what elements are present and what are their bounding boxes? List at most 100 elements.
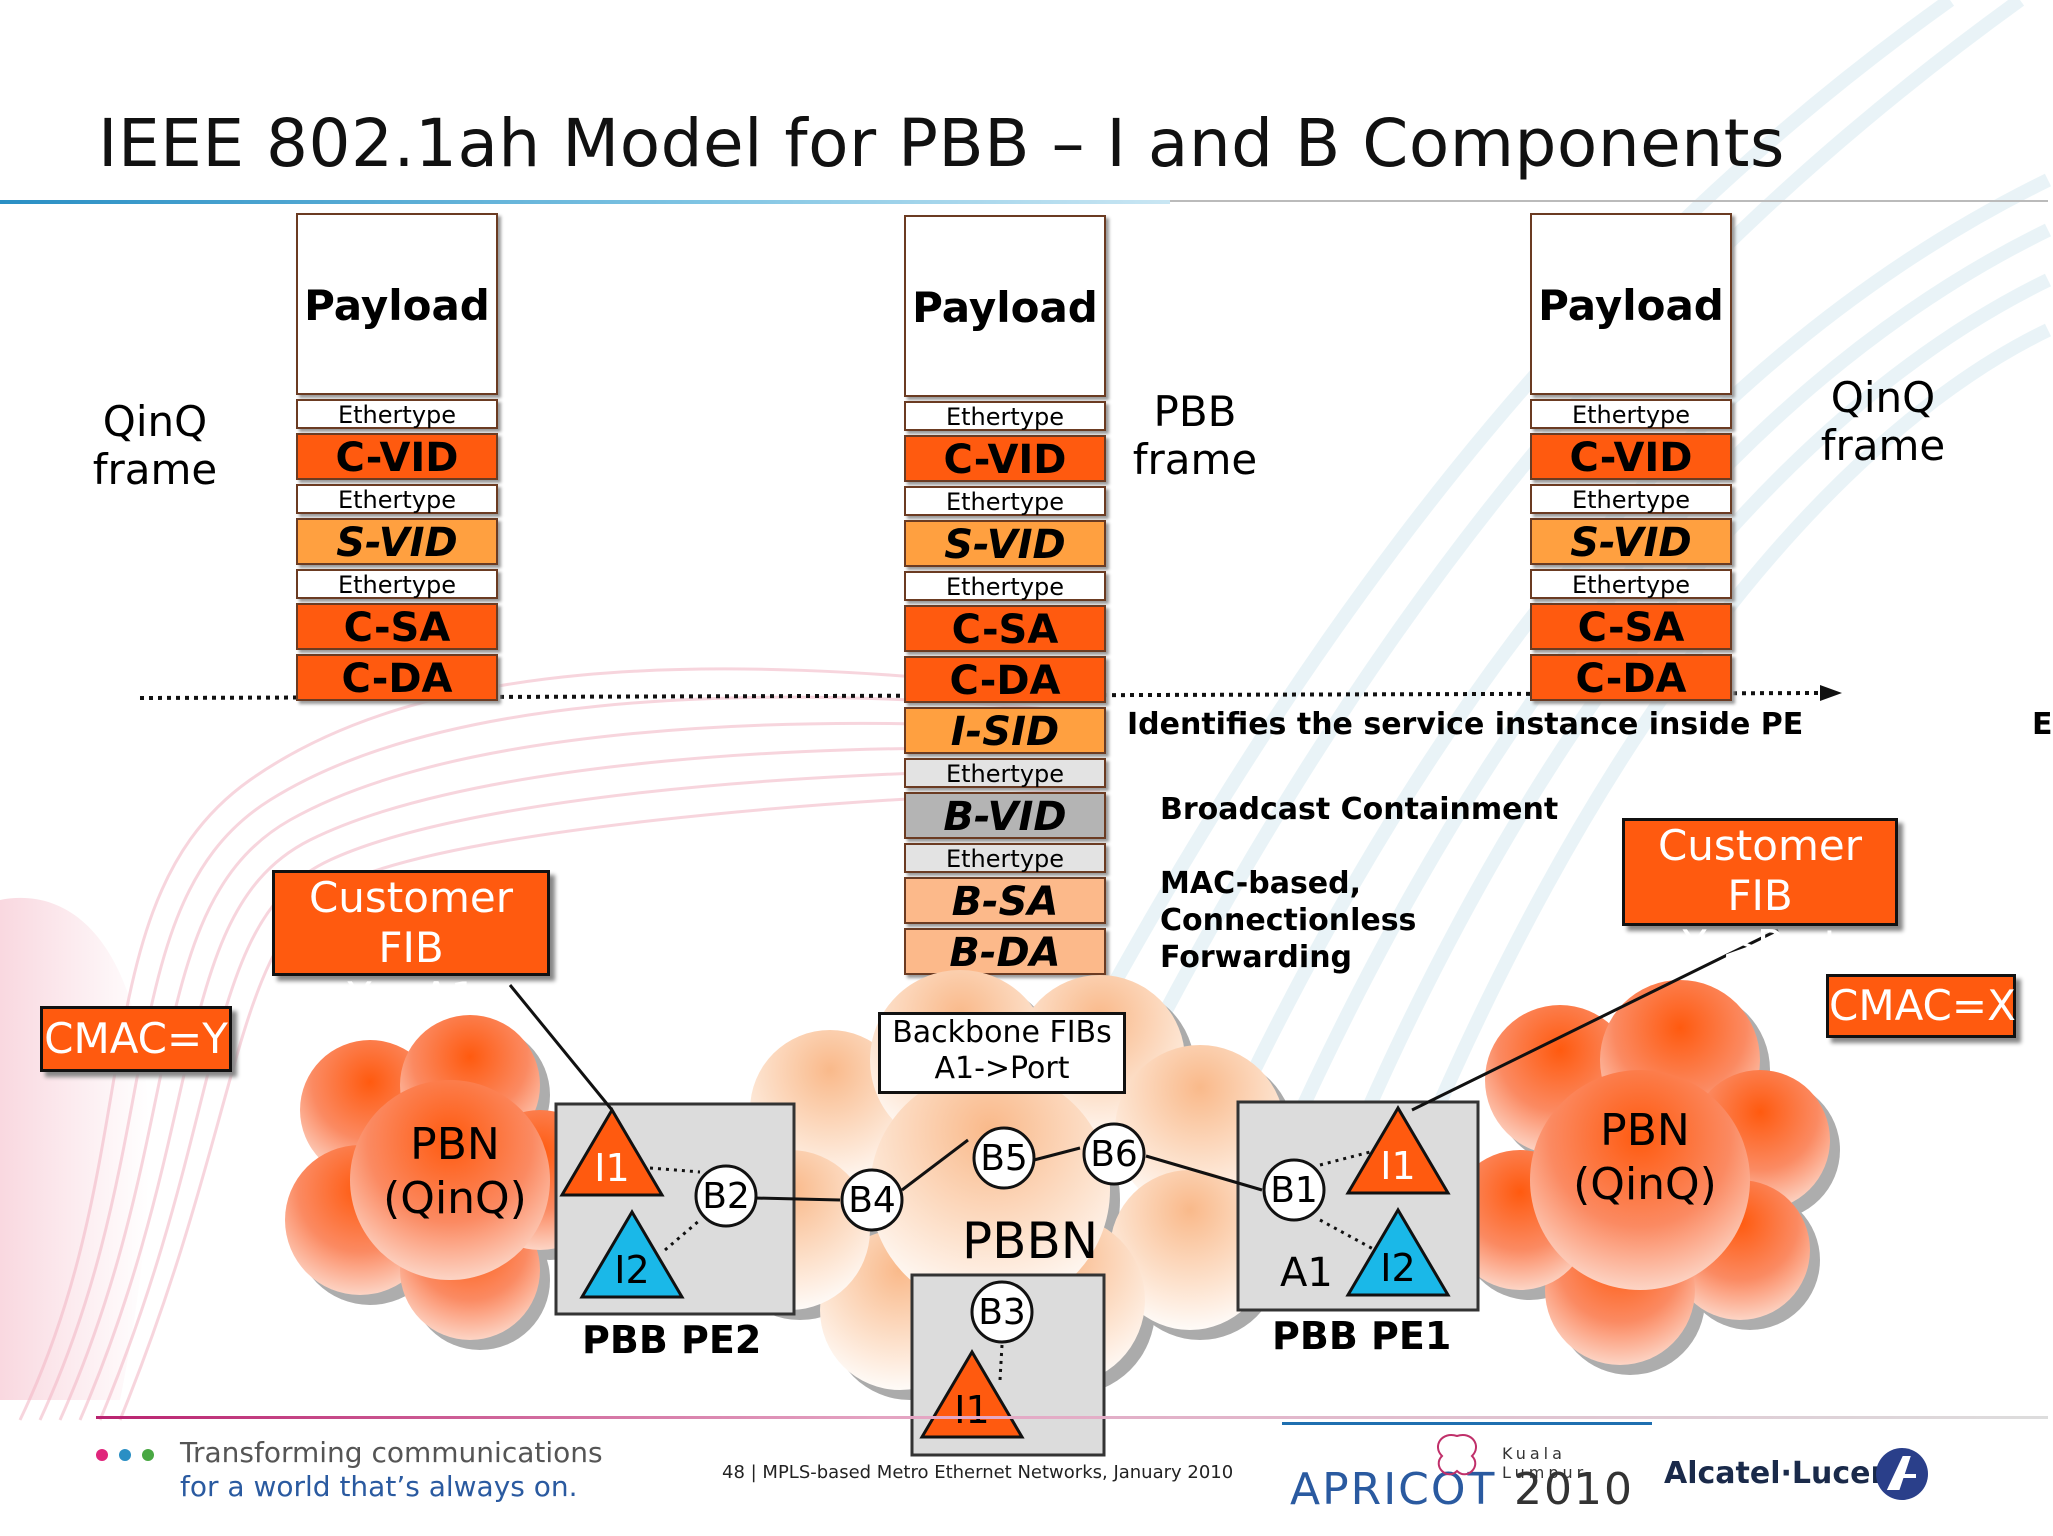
i1-triangle-pe1 xyxy=(1345,1105,1451,1195)
callout-line: Backbone FIBs xyxy=(892,1015,1112,1050)
ethertype-cell: Ethertype xyxy=(904,401,1106,431)
cmac-right: CMAC=X xyxy=(1826,974,2016,1038)
ethertype-cell: Ethertype xyxy=(904,486,1106,516)
blue-dot xyxy=(119,1449,132,1461)
i1-triangle-b3 xyxy=(919,1349,1025,1439)
apricot-year: 2010 xyxy=(1514,1464,1634,1515)
node-b2-label: B2 xyxy=(702,1176,750,1217)
i-sid-cell: I-SID xyxy=(904,707,1106,755)
node-b6-label: B6 xyxy=(1090,1134,1138,1175)
label-line: PBN xyxy=(410,1119,500,1170)
pbn-left-label: PBN (QinQ) xyxy=(370,1118,540,1226)
label-line: QinQ xyxy=(1830,373,1936,422)
isid-note-clipped: E xyxy=(2032,707,2053,742)
c-sa-cell: C-SA xyxy=(1530,603,1732,651)
node-b5 xyxy=(972,1126,1036,1190)
ethertype-cell: Ethertype xyxy=(296,569,498,599)
header-rule-right xyxy=(1170,200,2048,202)
node-b4-label: B4 xyxy=(848,1180,896,1221)
green-dot xyxy=(142,1449,155,1461)
pe1-label: PBB PE1 xyxy=(1272,1314,1452,1358)
pbb-frame-label: PBB frame xyxy=(1120,388,1270,484)
apricot-top-bar xyxy=(1282,1422,1652,1425)
pbbn-label: PBBN xyxy=(962,1212,1099,1270)
header-rule xyxy=(0,200,1170,204)
callout-line: X->A1 xyxy=(344,973,478,1022)
callout-line: A1->Port xyxy=(934,1051,1070,1086)
pbn-right-cloud xyxy=(1450,980,1840,1375)
isid-note: Identifies the service instance inside P… xyxy=(1127,707,1804,742)
company-logo-text: Alcatel·Lucent xyxy=(1664,1456,1907,1491)
qinq-frame-left: Payload Ethertype C-VID Ethertype S-VID … xyxy=(296,213,498,705)
note-line: Forwarding xyxy=(1160,940,1353,975)
node-b3-label: B3 xyxy=(978,1292,1026,1333)
ethertype-cell: Ethertype xyxy=(296,399,498,429)
c-sa-cell: C-SA xyxy=(904,605,1106,653)
qinq-frame-right: Payload Ethertype C-VID Ethertype S-VID … xyxy=(1530,213,1732,705)
c-da-cell: C-DA xyxy=(1530,654,1732,702)
slogan: Transforming communications for a world … xyxy=(180,1436,603,1504)
i2-pe1-label: I2 xyxy=(1380,1246,1416,1290)
i1-pe1-label: I1 xyxy=(1380,1144,1416,1188)
i1-pe2-label: I1 xyxy=(594,1146,630,1190)
page-caption: 48 | MPLS-based Metro Ethernet Networks,… xyxy=(722,1462,1234,1483)
node-b4 xyxy=(840,1168,904,1232)
slogan-dots xyxy=(96,1446,155,1465)
node-b1-label: B1 xyxy=(1270,1170,1318,1211)
node-b3 xyxy=(970,1280,1034,1344)
label-line: (QinQ) xyxy=(1573,1159,1717,1210)
ethertype-cell: Ethertype xyxy=(904,758,1106,788)
pbn-left-cloud xyxy=(285,1015,620,1350)
label-line: frame xyxy=(92,445,218,494)
footer-rule xyxy=(96,1416,2048,1419)
b-vid-cell: B-VID xyxy=(904,792,1106,840)
note-line: MAC-based, xyxy=(1160,866,1362,901)
callout-line: X->Port xyxy=(1679,921,1841,970)
a1-label: A1 xyxy=(1280,1250,1333,1296)
payload-cell: Payload xyxy=(296,213,498,395)
c-da-cell: C-DA xyxy=(296,654,498,702)
qinq-frame-right-label: QinQ frame xyxy=(1808,374,1958,470)
i1-triangle-pe2 xyxy=(559,1107,665,1197)
callout-line: Customer FIB xyxy=(1657,821,1862,920)
c-vid-cell: C-VID xyxy=(904,435,1106,483)
label-line: PBN xyxy=(1600,1105,1690,1156)
bvid-note: Broadcast Containment xyxy=(1160,792,1559,827)
pbb-frame: Payload Ethertype C-VID Ethertype S-VID … xyxy=(904,215,1106,979)
i1-b3-label: I1 xyxy=(954,1388,990,1432)
b-sa-cell: B-SA xyxy=(904,877,1106,925)
ethertype-cell: Ethertype xyxy=(296,484,498,514)
c-vid-cell: C-VID xyxy=(296,433,498,481)
slogan-line1: Transforming communications xyxy=(180,1436,603,1469)
backbone-fib-box: Backbone FIBs A1->Port xyxy=(878,1012,1126,1094)
payload-cell: Payload xyxy=(1530,213,1732,395)
pbn-right-label: PBN (QinQ) xyxy=(1560,1104,1730,1212)
qinq-frame-left-label: QinQ frame xyxy=(80,398,230,494)
c-sa-cell: C-SA xyxy=(296,603,498,651)
node-b6 xyxy=(1082,1122,1146,1186)
slogan-line2: for a world that’s always on. xyxy=(180,1470,578,1503)
node-b2 xyxy=(694,1164,758,1228)
label-line: QinQ xyxy=(102,397,208,446)
slide-title: IEEE 802.1ah Model for PBB – I and B Com… xyxy=(98,105,1785,182)
label-line: (QinQ) xyxy=(383,1173,527,1224)
ethertype-cell: Ethertype xyxy=(904,843,1106,873)
ethertype-cell: Ethertype xyxy=(1530,569,1732,599)
label-line: PBB xyxy=(1153,387,1237,436)
label-line: frame xyxy=(1132,435,1258,484)
pink-dot xyxy=(96,1449,108,1461)
s-vid-cell: S-VID xyxy=(296,518,498,566)
label-line: frame xyxy=(1820,421,1946,470)
i2-pe2-label: I2 xyxy=(614,1248,650,1292)
ethertype-cell: Ethertype xyxy=(904,571,1106,601)
alcatel-lucent-icon xyxy=(1876,1448,1928,1500)
pe2-label: PBB PE2 xyxy=(582,1318,762,1362)
customer-fib-right: Customer FIB X->Port xyxy=(1622,818,1898,970)
callout-line: Customer FIB xyxy=(308,873,513,972)
bsa-note: MAC-based, Connectionless Forwarding xyxy=(1160,865,1416,976)
customer-fib-left: Customer FIB X->A1 xyxy=(272,870,550,1022)
c-da-cell: C-DA xyxy=(904,656,1106,704)
i2-triangle-pe1 xyxy=(1345,1207,1451,1297)
apricot-city: Kuala Lumpur xyxy=(1502,1444,1588,1482)
